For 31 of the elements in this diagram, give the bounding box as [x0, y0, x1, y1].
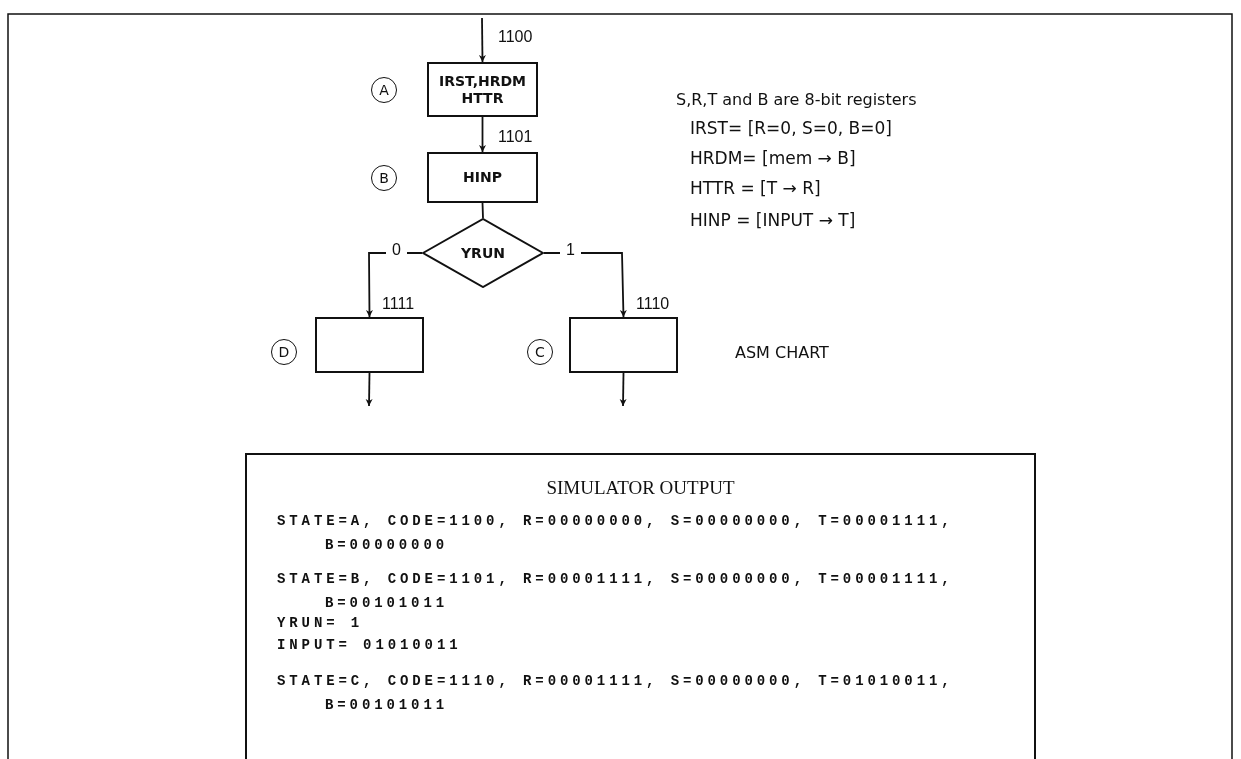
register-note: HINP = [INPUT → T] [690, 210, 856, 230]
flow-arrow [479, 116, 486, 153]
state-box [427, 62, 538, 117]
operation-label: IRST,HRDM HTTR [438, 72, 527, 107]
state-code: 1111 [382, 295, 415, 313]
output-record: STATE=C, CODE=1110, R=00001111, S=00000000, T=01010011, B=00101011 [277, 672, 955, 715]
state-box [427, 152, 538, 203]
flow-arrow [478, 17, 486, 63]
decision-diamond [422, 218, 544, 288]
state-box [315, 317, 424, 373]
output-record: YRUN= 1 [277, 614, 365, 633]
register-note: IRST= [R=0, S=0, B=0] [690, 118, 892, 138]
flow-arrow [365, 372, 373, 407]
flow-arrow [619, 372, 627, 407]
state-code: 1101 [498, 128, 533, 146]
output-panel [245, 453, 1036, 759]
output-record: STATE=B, CODE=1101, R=00001111, S=00000000, T=00001111, B=00101011 [277, 570, 955, 613]
state-code: 1110 [636, 295, 670, 313]
state-code: 1100 [498, 28, 533, 46]
chart-title: ASM CHART [735, 343, 829, 362]
flow-arrow [365, 252, 423, 318]
condition-label: YRUN [461, 244, 505, 262]
flow-arrow [543, 252, 627, 318]
operation-label: HINP [463, 169, 502, 186]
output-record: STATE=A, CODE=1100, R=00000000, S=00000000, T=00001111, B=00000000 [277, 512, 955, 555]
output-record: INPUT= 01010011 [277, 636, 463, 655]
register-note: HTTR = [T → R] [690, 178, 821, 198]
register-note: S,R,T and B are 8-bit registers [676, 90, 917, 109]
register-note: HRDM= [mem → B] [690, 148, 856, 168]
state-box [569, 317, 678, 373]
panel-title: SIMULATOR OUTPUT [545, 477, 736, 499]
